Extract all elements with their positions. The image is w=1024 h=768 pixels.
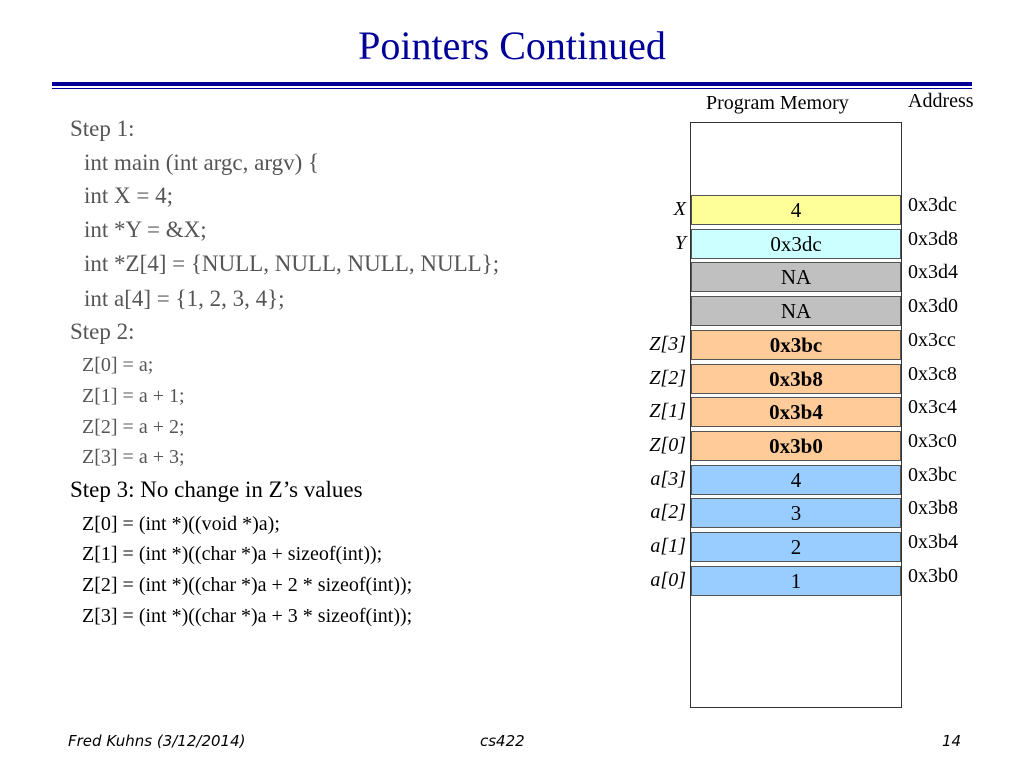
memory-cell: 0x3bc	[691, 330, 901, 360]
memory-cell-address: 0x3b4	[908, 531, 958, 553]
code-line-z0-step3: Z[0] = (int *)((void *)a);	[82, 513, 280, 535]
memory-cell-address: 0x3b8	[908, 497, 958, 519]
memory-cell-label: a[2]	[650, 501, 686, 523]
memory-cell-label: Z[0]	[649, 434, 686, 456]
memory-cell-address: 0x3cc	[908, 329, 956, 351]
footer-course: cs422	[480, 732, 525, 750]
memory-cell-address: 0x3b0	[908, 565, 958, 587]
memory-cell: NA	[691, 262, 901, 292]
code-line-z1-step3: Z[1] = (int *)((char *)a + sizeof(int));	[82, 543, 383, 565]
slide-title: Pointers Continued	[358, 23, 666, 68]
memory-cell: 1	[691, 566, 901, 596]
memory-cell: 2	[691, 532, 901, 562]
memory-cell-label: Z[2]	[649, 367, 686, 389]
memory-cell-address: 0x3c8	[908, 363, 957, 385]
title-rule-thick	[52, 82, 972, 86]
memory-cell-label: X	[673, 198, 686, 220]
address-header: Address	[908, 90, 974, 112]
code-line-z3-step2: Z[3] = a + 3;	[82, 446, 185, 468]
code-line-y: int *Y = &X;	[84, 217, 207, 242]
code-line-z-decl: int *Z[4] = {NULL, NULL, NULL, NULL};	[84, 251, 500, 276]
code-line-main: int main (int argc, argv) {	[84, 150, 320, 175]
footer-page-number: 14	[942, 732, 962, 750]
memory-cell: 4	[691, 195, 901, 225]
code-line-z2-step3: Z[2] = (int *)((char *)a + 2 * sizeof(in…	[82, 574, 413, 596]
code-line-x: int X = 4;	[84, 183, 174, 208]
memory-cell: 0x3b4	[691, 397, 901, 427]
memory-cell-label: a[1]	[650, 535, 686, 557]
memory-cell-label: Z[1]	[649, 400, 686, 422]
memory-cell: 4	[691, 465, 901, 495]
memory-cell-label: Y	[674, 232, 686, 254]
memory-cell: 0x3b0	[691, 431, 901, 461]
memory-cell-address: 0x3c0	[908, 430, 957, 452]
code-line-step1: Step 1:	[70, 116, 135, 141]
memory-cell: NA	[691, 296, 901, 326]
code-line-step3: Step 3: No change in Z’s values	[70, 477, 363, 502]
code-line-z3-step3: Z[3] = (int *)((char *)a + 3 * sizeof(in…	[82, 605, 413, 627]
memory-cell-address: 0x3c4	[908, 396, 957, 418]
memory-cell-address: 0x3d0	[908, 295, 958, 317]
memory-cell-address: 0x3bc	[908, 464, 957, 486]
memory-cell-label: a[0]	[650, 569, 686, 591]
code-line-z2-step2: Z[2] = a + 2;	[82, 416, 185, 438]
memory-cell-address: 0x3d8	[908, 228, 958, 250]
program-memory-header: Program Memory	[706, 92, 849, 114]
memory-cell: 0x3b8	[691, 364, 901, 394]
memory-cell: 0x3dc	[691, 229, 901, 259]
memory-cell-address: 0x3d4	[908, 261, 958, 283]
footer-author: Fred Kuhns (3/12/2014)	[68, 732, 246, 750]
memory-cell-label: a[3]	[650, 468, 686, 490]
memory-cell-label: Z[3]	[649, 333, 686, 355]
code-line-z1-step2: Z[1] = a + 1;	[82, 385, 185, 407]
code-line-z0-step2: Z[0] = a;	[82, 354, 154, 376]
code-line-a-decl: int a[4] = {1, 2, 3, 4};	[84, 286, 285, 311]
title-rule-thin	[52, 88, 972, 89]
code-line-step2: Step 2:	[70, 319, 135, 344]
memory-cell: 3	[691, 498, 901, 528]
memory-cell-address: 0x3dc	[908, 194, 957, 216]
